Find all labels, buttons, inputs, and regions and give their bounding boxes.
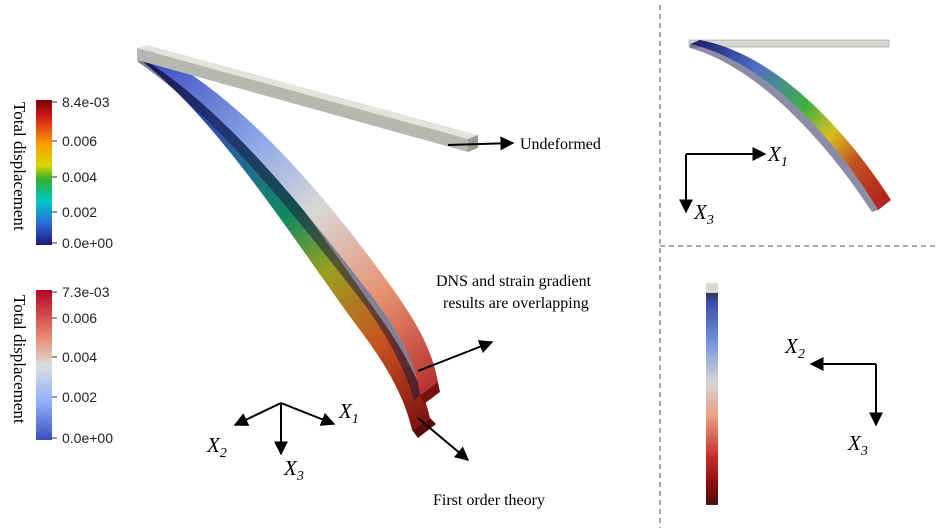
- undeformed-label: Undeformed: [520, 136, 601, 153]
- overlap-label-line2: results are overlapping: [443, 295, 589, 312]
- axis-triad-side: X1 X3: [679, 142, 788, 228]
- side-view-beams: [688, 39, 891, 212]
- colorbar-jet-tick-002: 0.002: [62, 204, 97, 220]
- end-view-beam: [706, 283, 718, 505]
- axis-x1-label: X1: [338, 399, 359, 427]
- first-order-label: First order theory: [433, 492, 545, 509]
- first-order-beam: [138, 52, 436, 438]
- colorbar-jet: 8.4e-03 0.006 0.004 0.002 0.0e+00 Total …: [10, 94, 113, 251]
- axis-triad-main: X1 X2 X3: [206, 399, 359, 484]
- side-axis-x3-label: X3: [693, 200, 714, 228]
- axis-x2-label: X2: [206, 433, 227, 461]
- colorbar-coolwarm-tick-min: 0.0e+00: [62, 430, 113, 446]
- strain-gradient-beam: [138, 50, 440, 404]
- colorbar-coolwarm: 7.3e-03 0.006 0.004 0.002 0.0e+00 Total …: [10, 284, 113, 446]
- end-axis-x3-label: X3: [847, 431, 868, 459]
- undeformed-arrow: [447, 136, 515, 151]
- colorbar-jet-title: Total displacement: [10, 102, 29, 231]
- colorbar-coolwarm-tick-max: 7.3e-03: [62, 284, 110, 300]
- axis-triad-end: X2 X3: [784, 334, 883, 459]
- colorbar-coolwarm-tick-002: 0.002: [62, 389, 97, 405]
- colorbar-coolwarm-tick-006: 0.006: [62, 310, 97, 326]
- colorbar-jet-tick-max: 8.4e-03: [62, 94, 110, 110]
- colorbar-jet-tick-004: 0.004: [62, 169, 97, 185]
- colorbar-jet-tick-006: 0.006: [62, 133, 97, 149]
- colorbar-coolwarm-tick-004: 0.004: [62, 349, 97, 365]
- colorbar-jet-tick-min: 0.0e+00: [62, 235, 113, 251]
- overlap-arrow: [417, 340, 494, 372]
- overlap-label-line1: DNS and strain gradient: [436, 273, 592, 290]
- colorbar-coolwarm-title: Total displacement: [10, 295, 29, 424]
- axis-x3-label: X3: [283, 456, 304, 484]
- side-axis-x1-label: X1: [767, 142, 788, 170]
- end-axis-x2-label: X2: [784, 334, 805, 362]
- first-order-arrow: [417, 417, 470, 461]
